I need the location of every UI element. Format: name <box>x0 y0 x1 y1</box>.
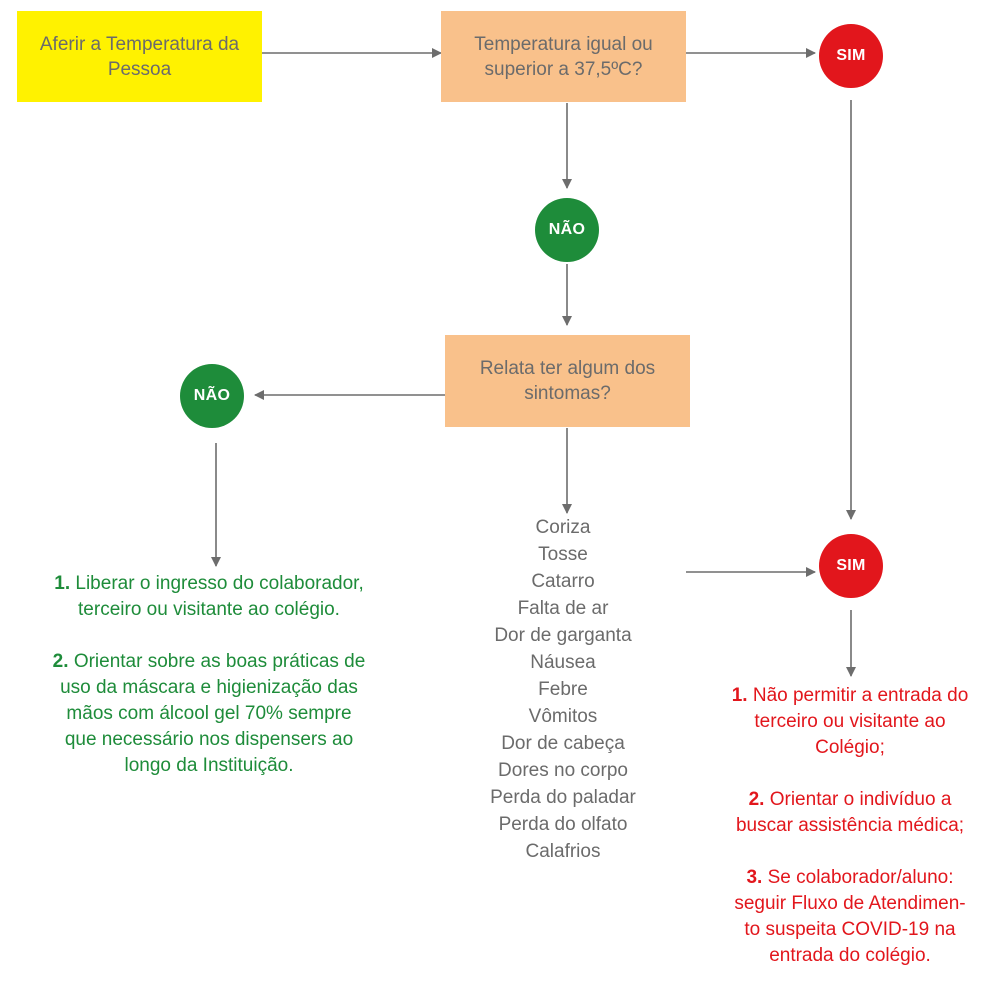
yes-step-2-number: 2. <box>748 789 765 810</box>
yes-step-3-line-2: seguir Fluxo de Atendimen- <box>734 893 966 914</box>
symptoms-line-1: Relata ter algum dos <box>479 358 656 379</box>
symptom-list: Coriza Tosse Catarro Falta de ar Dor de … <box>463 514 663 865</box>
no-step-1-line-2: terceiro ou visitante ao colégio. <box>78 599 340 620</box>
no-action-step-2: 2. Orientar sobre as boas práticas de us… <box>10 649 408 779</box>
symptom-item: Perda do olfato <box>498 814 628 835</box>
symptom-item: Perda do paladar <box>490 787 636 808</box>
symptom-item: Tosse <box>538 544 588 565</box>
nao-left-label: NÃO <box>193 387 231 404</box>
symptom-item: Dor de garganta <box>494 625 632 646</box>
no-step-2-line-2: uso da máscara e higienização das <box>60 677 358 698</box>
yes-step-3-line-3: to suspeita COVID-19 na <box>744 919 956 940</box>
no-step-2-number: 2. <box>52 651 69 672</box>
no-step-2-line-4: que necessário nos dispensers ao <box>64 729 354 750</box>
symptom-item: Falta de ar <box>517 598 609 619</box>
nao-middle-label: NÃO <box>548 221 586 238</box>
sim-bottom-label: SIM <box>836 557 866 574</box>
temperature-line-1: Temperatura igual ou <box>474 33 653 55</box>
symptom-item: Dores no corpo <box>498 760 628 781</box>
symptoms-line-2: sintomas? <box>524 383 611 404</box>
start-line-1: Aferir a Temperatura da <box>39 33 240 55</box>
no-step-2-line-1: Orientar sobre as boas práticas de <box>73 651 366 672</box>
yes-step-3-number: 3. <box>746 867 763 888</box>
symptom-item: Febre <box>538 679 588 700</box>
symptom-item: Dor de cabeça <box>501 733 625 754</box>
yes-step-3-line-1: Se colaborador/aluno: <box>767 867 954 888</box>
temperature-decision-box: Temperatura igual ou superior a 37,5ºC? <box>441 11 686 102</box>
start-line-2: Pessoa <box>107 58 172 80</box>
no-actions-text: 1. Liberar o ingresso do colaborador, te… <box>10 571 408 779</box>
nao-middle-circle: NÃO <box>535 198 599 262</box>
symptom-item: Calafrios <box>525 841 601 862</box>
symptom-item: Náusea <box>530 652 596 673</box>
symptom-item: Vômitos <box>528 706 598 727</box>
no-step-1-line-1: Liberar o ingresso do colaborador, <box>75 573 364 594</box>
sim-top-label: SIM <box>836 47 866 64</box>
symptom-item: Catarro <box>531 571 595 592</box>
yes-step-1-line-2: terceiro ou visitante ao <box>754 711 946 732</box>
yes-step-1-line-1: Não permitir a entrada do <box>752 685 969 706</box>
yes-step-2-line-2: buscar assistência médica; <box>735 815 965 836</box>
no-step-1-number: 1. <box>54 573 71 594</box>
no-action-step-1: 1. Liberar o ingresso do colaborador, te… <box>10 571 408 623</box>
yes-action-step-1: 1. Não permitir a entrada do terceiro ou… <box>700 683 1000 761</box>
sim-top-circle: SIM <box>819 24 883 88</box>
nao-left-circle: NÃO <box>180 364 244 428</box>
no-step-2-line-5: longo da Instituição. <box>124 755 294 776</box>
no-step-2-line-3: mãos com álcool gel 70% sempre <box>66 703 352 724</box>
yes-action-step-3: 3. Se colaborador/aluno: seguir Fluxo de… <box>700 865 1000 969</box>
temperature-line-2: superior a 37,5ºC? <box>484 58 643 80</box>
yes-step-1-number: 1. <box>731 685 748 706</box>
yes-actions-text: 1. Não permitir a entrada do terceiro ou… <box>700 683 1000 969</box>
yes-step-2-line-1: Orientar o indivíduo a <box>769 789 952 810</box>
yes-step-3-line-4: entrada do colégio. <box>769 945 931 966</box>
yes-action-step-2: 2. Orientar o indivíduo a buscar assistê… <box>700 787 1000 839</box>
start-box: Aferir a Temperatura da Pessoa <box>17 11 262 102</box>
symptom-item: Coriza <box>535 517 591 538</box>
sim-bottom-circle: SIM <box>819 534 883 598</box>
symptoms-decision-box: Relata ter algum dos sintomas? <box>445 335 690 427</box>
yes-step-1-line-3: Colégio; <box>815 737 885 758</box>
